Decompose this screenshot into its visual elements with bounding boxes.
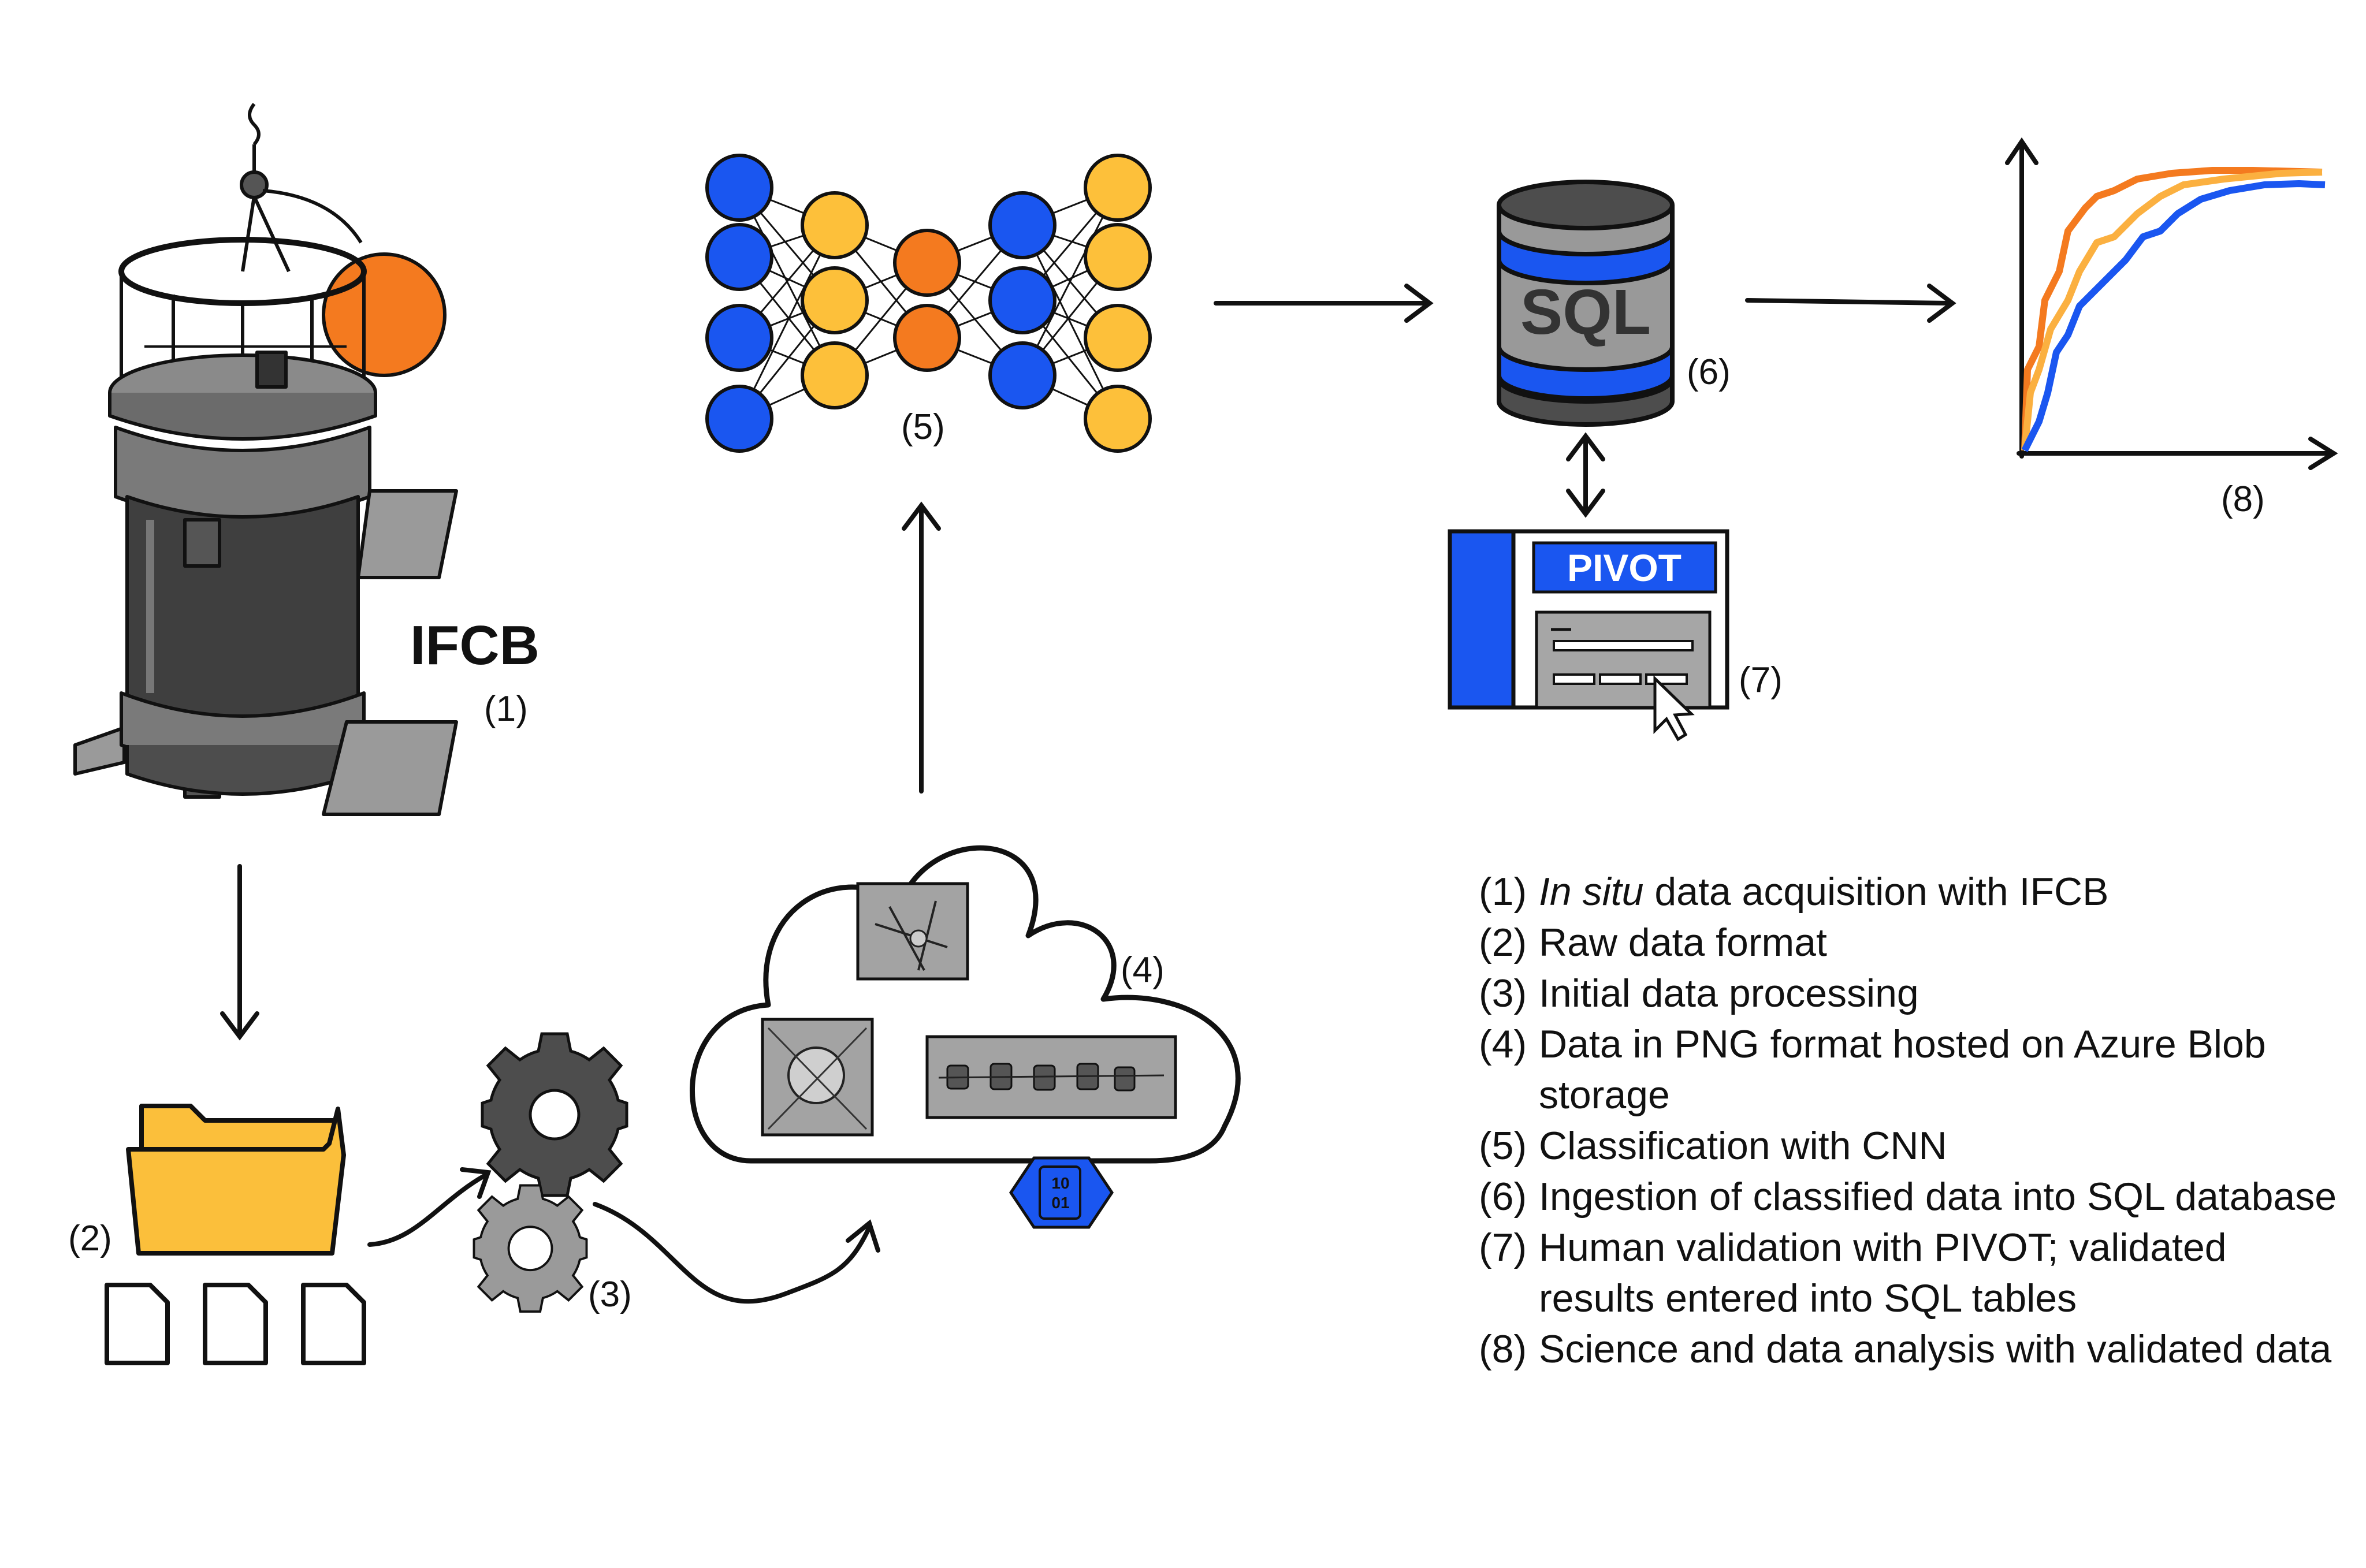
legend-text: Initial data processing — [1539, 968, 2345, 1019]
legend-text: Ingestion of classified data into SQL da… — [1539, 1171, 2345, 1222]
legend-italic: In situ — [1539, 870, 1644, 914]
step-label-7: (7) — [1739, 660, 1783, 700]
ifcb-instrument-icon — [73, 103, 458, 816]
legend-number: (3) — [1479, 971, 1527, 1015]
legend-description: Human validation with PIVOT; validated r… — [1539, 1226, 2227, 1320]
legend-description: Science and data analysis with validated… — [1539, 1327, 2332, 1371]
cnn-connection — [1021, 187, 1119, 376]
cnn-node — [1084, 304, 1152, 372]
legend-item: (7) Human validation with PIVOT; validate… — [1479, 1222, 2345, 1324]
legend-text: Science and data analysis with validated… — [1539, 1324, 2345, 1375]
legend-item: (2) Raw data format — [1479, 917, 2345, 968]
legend-description: Raw data format — [1539, 921, 1827, 964]
legend-description: Data in PNG format hosted on Azure Blob … — [1539, 1022, 2266, 1117]
arrow-raw-to-processing — [367, 1167, 492, 1247]
curve-light-orange — [2021, 169, 2323, 451]
legend-number: (7) — [1479, 1226, 1527, 1269]
legend-item: (4) Data in PNG format hosted on Azure Bl… — [1479, 1019, 2345, 1120]
cnn-network-icon — [705, 154, 1152, 453]
ifcb-title: IFCB — [410, 614, 540, 676]
legend-number: (5) — [1479, 1124, 1527, 1168]
legend-text: In situ data acquisition with IFCB — [1539, 866, 2345, 917]
legend-item: (3) Initial data processing — [1479, 968, 2345, 1019]
legend-number: (8) — [1479, 1327, 1527, 1371]
arrow-processing-to-cloud — [593, 1202, 880, 1304]
step-label-4: (4) — [1121, 950, 1165, 990]
legend-text: Classification with CNN — [1539, 1120, 2345, 1171]
cloud-storage-icon: 10 01 — [690, 845, 1241, 1229]
cnn-node — [705, 304, 773, 372]
cnn-node — [801, 266, 869, 334]
cnn-node — [1084, 154, 1152, 222]
cnn-node — [705, 154, 773, 222]
legend-number: (2) — [1479, 921, 1527, 964]
cnn-node — [801, 191, 869, 259]
arrow-sql-pivot — [1566, 432, 1605, 518]
cnn-node — [893, 229, 961, 297]
step-label-3: (3) — [588, 1275, 632, 1314]
legend-text: Data in PNG format hosted on Azure Blob … — [1539, 1019, 2345, 1120]
curve-blue — [2021, 180, 2326, 452]
plankton-image-1 — [856, 882, 969, 981]
curve-orange — [2021, 167, 2323, 451]
cnn-node — [988, 266, 1056, 334]
legend-number: (1) — [1479, 870, 1527, 914]
analysis-chart-icon — [2005, 137, 2338, 470]
legend-text: Raw data format — [1539, 917, 2345, 968]
gear-icon-dark — [481, 1032, 628, 1197]
pivot-label: PIVOT — [1567, 546, 1682, 589]
legend-description: Ingestion of classified data into SQL da… — [1539, 1175, 2337, 1219]
cnn-connection — [738, 225, 836, 419]
arrow-sql-to-analysis — [1745, 284, 1956, 323]
step-label-1: (1) — [484, 689, 528, 729]
step-label-8: (8) — [2221, 479, 2265, 519]
cnn-node — [801, 341, 869, 409]
cnn-node — [1084, 223, 1152, 291]
arrow-ifcb-to-raw — [220, 864, 259, 1041]
arrow-cnn-to-sql — [1214, 284, 1434, 323]
gear-icon-light — [473, 1184, 588, 1313]
cnn-node — [988, 341, 1056, 409]
folder-icon — [126, 1104, 346, 1256]
legend-number: (4) — [1479, 1022, 1527, 1066]
legend-description: Classification with CNN — [1539, 1124, 1947, 1168]
cnn-node — [893, 304, 961, 372]
cnn-connection — [1021, 225, 1119, 419]
legend: (1)In situ data acquisition with IFCB(2)… — [1479, 866, 2345, 1375]
file-icons — [105, 1283, 366, 1365]
step-label-6: (6) — [1687, 352, 1731, 392]
blob-bits-top: 10 — [1051, 1174, 1069, 1192]
legend-description: data acquisition with IFCB — [1643, 870, 2109, 914]
cnn-node — [988, 191, 1056, 259]
pivot-app-icon — [1448, 529, 1729, 742]
sql-label: SQL — [1520, 277, 1651, 348]
legend-text: Human validation with PIVOT; validated r… — [1539, 1222, 2345, 1324]
cnn-node — [705, 385, 773, 453]
legend-item: (6) Ingestion of classified data into SQL… — [1479, 1171, 2345, 1222]
step-label-2: (2) — [68, 1219, 112, 1258]
azure-blob-icon: 10 01 — [1009, 1156, 1114, 1229]
step-label-5: (5) — [901, 407, 945, 447]
legend-description: Initial data processing — [1539, 971, 1919, 1015]
legend-number: (6) — [1479, 1175, 1527, 1219]
blob-bits-bottom: 01 — [1051, 1194, 1069, 1212]
cnn-node — [705, 223, 773, 291]
legend-item: (8) Science and data analysis with valida… — [1479, 1324, 2345, 1375]
legend-item: (5) Classification with CNN — [1479, 1120, 2345, 1171]
sql-database-icon — [1497, 180, 1675, 427]
cnn-node — [1084, 385, 1152, 453]
arrow-cloud-to-cnn — [902, 501, 941, 794]
legend-item: (1) In situ data acquisition with IFCB — [1479, 866, 2345, 917]
